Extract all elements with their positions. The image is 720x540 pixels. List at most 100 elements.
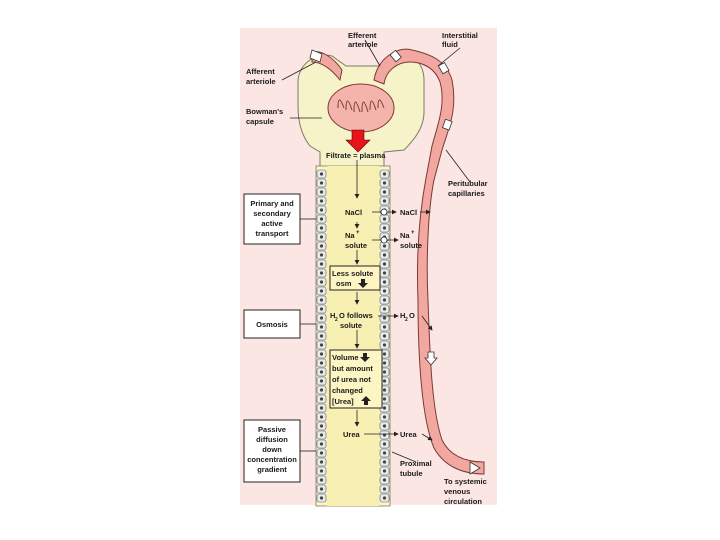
cell-nucleus (382, 460, 387, 464)
cell-nucleus (382, 325, 387, 329)
cell-nucleus (382, 280, 387, 284)
cell-nucleus (382, 469, 387, 473)
urea-lumen: Urea (343, 430, 361, 439)
cell-nucleus (319, 370, 324, 374)
cell-nucleus (319, 325, 324, 329)
nacl-lumen: NaCl (345, 208, 362, 217)
tubule-lumen (327, 166, 379, 506)
cell-nucleus (382, 253, 387, 257)
less-solute-label: Less solute (332, 269, 373, 278)
h2o-follows-2: 2 (335, 317, 338, 323)
cell-nucleus (382, 289, 387, 293)
flow-marker (441, 118, 453, 131)
cell-nucleus (382, 370, 387, 374)
efferent-arteriole-vessel (373, 48, 485, 475)
na-interstitial: Na (400, 231, 410, 240)
transport-line-4: transport (256, 229, 289, 238)
cell-nucleus (382, 199, 387, 203)
pump-symbol (380, 208, 388, 216)
cell-nucleus (319, 352, 324, 356)
cell-nucleus (382, 334, 387, 338)
cell-nucleus (319, 235, 324, 239)
cell-nucleus (319, 181, 324, 185)
diffusion-line-5: gradient (257, 465, 287, 474)
urea-up-arrow (361, 396, 371, 405)
cell-nucleus (382, 343, 387, 347)
diffusion-line-3: down (262, 445, 282, 454)
cell-nucleus (319, 316, 324, 320)
cell-nucleus (319, 289, 324, 293)
cell-nucleus (319, 487, 324, 491)
urea-not-label: of urea not (332, 375, 371, 384)
cell-nucleus (319, 208, 324, 212)
label-tubule: tubule (400, 469, 423, 478)
diffusion-line-1: Passive (258, 425, 286, 434)
label-proximal: Proximal (400, 459, 432, 468)
cell-nucleus (382, 451, 387, 455)
flow-marker (389, 49, 402, 63)
cell-nucleus (382, 442, 387, 446)
osmosis-box (243, 309, 301, 339)
cell-nucleus (382, 298, 387, 302)
diffusion-line-2: diffusion (256, 435, 288, 444)
cell-nucleus (319, 190, 324, 194)
cell-nucleus (319, 334, 324, 338)
label-circulation: circulation (444, 497, 482, 506)
cell-nucleus (382, 181, 387, 185)
transport-line-1: Primary and (250, 199, 294, 208)
flow-marker (437, 61, 450, 75)
cell-nucleus (319, 172, 324, 176)
diffusion-line-4: concentration (247, 455, 297, 464)
label-peritubular: Peritubular (448, 179, 488, 188)
cell-nucleus (319, 280, 324, 284)
cell-nucleus (382, 388, 387, 392)
cell-nucleus (382, 487, 387, 491)
cell-nucleus (382, 397, 387, 401)
label-venous: venous (444, 487, 470, 496)
cell-nucleus (382, 424, 387, 428)
cell-nucleus (319, 253, 324, 257)
label-to-systemic: To systemic (444, 477, 487, 486)
label-filtrate: Filtrate = plasma (326, 151, 386, 160)
h2o-follows-text: O follows (339, 311, 373, 320)
h2o-out-2: 2 (405, 317, 408, 323)
label-bowmans: Bowman's (246, 107, 283, 116)
urea-interstitial: Urea (400, 430, 418, 439)
cell-nucleus (382, 190, 387, 194)
glomerulus (327, 83, 395, 133)
cell-nucleus (319, 217, 324, 221)
label-arteriole-afferent: arteriole (246, 77, 276, 86)
cell-nucleus (319, 262, 324, 266)
label-afferent: Afferent (246, 67, 275, 76)
cell-nucleus (382, 271, 387, 275)
cell-nucleus (319, 361, 324, 365)
cell-nucleus (319, 415, 324, 419)
cell-nucleus (319, 379, 324, 383)
osm-down-arrow (358, 279, 368, 288)
cell-nucleus (382, 244, 387, 248)
changed-label: changed (332, 386, 363, 395)
cell-nucleus (319, 343, 324, 347)
cell-nucleus (382, 217, 387, 221)
cell-nucleus (382, 478, 387, 482)
tubule-cells-left (316, 169, 327, 503)
label-arteriole-efferent: arteriole (348, 40, 378, 49)
cell-nucleus (319, 226, 324, 230)
flow-marker (424, 351, 438, 366)
solute-interstitial: solute (400, 241, 422, 250)
nacl-interstitial: NaCl (400, 208, 417, 217)
h2o-out-h: H (400, 311, 405, 320)
cell-nucleus (319, 424, 324, 428)
label-efferent: Efferent (348, 31, 377, 40)
cell-nucleus (382, 415, 387, 419)
cell-nucleus (319, 397, 324, 401)
cell-nucleus (319, 298, 324, 302)
cell-nucleus (382, 172, 387, 176)
cell-nucleus (382, 406, 387, 410)
cell-nucleus (382, 496, 387, 500)
cell-nucleus (382, 361, 387, 365)
cell-nucleus (319, 244, 324, 248)
cell-nucleus (382, 262, 387, 266)
na-lumen: Na (345, 231, 355, 240)
